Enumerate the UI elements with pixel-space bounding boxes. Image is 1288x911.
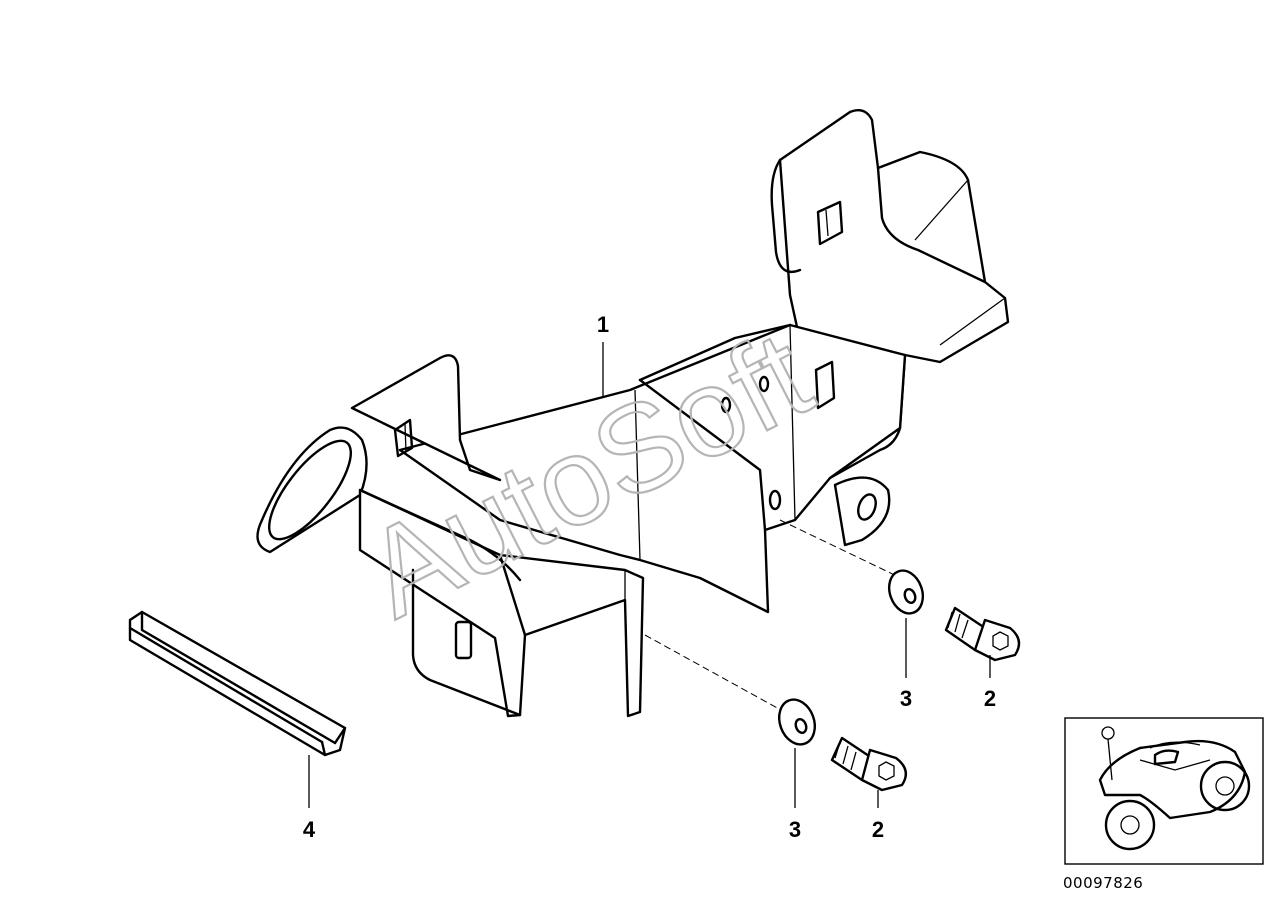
screw-lower[interactable] [830,736,908,792]
callout-screw-upper: 2 [984,686,996,711]
callout-washer-lower: 3 [789,817,801,842]
washer-lower[interactable] [773,695,821,750]
washer-upper[interactable] [883,566,928,618]
motorcycle-silhouette-icon [1098,726,1251,851]
bracket-part[interactable] [256,109,1010,718]
assembly-lines [644,519,906,716]
callout-edge-strip: 4 [303,817,316,842]
leader-lines [308,342,991,808]
callout-bracket: 1 [597,312,609,337]
thumbnail [1064,717,1264,865]
screw-upper[interactable] [944,606,1021,662]
document-number: 00097826 [1063,874,1143,892]
edge-strip[interactable] [128,610,347,757]
callout-screw-lower: 2 [872,817,884,842]
callout-washer-upper: 3 [900,686,912,711]
